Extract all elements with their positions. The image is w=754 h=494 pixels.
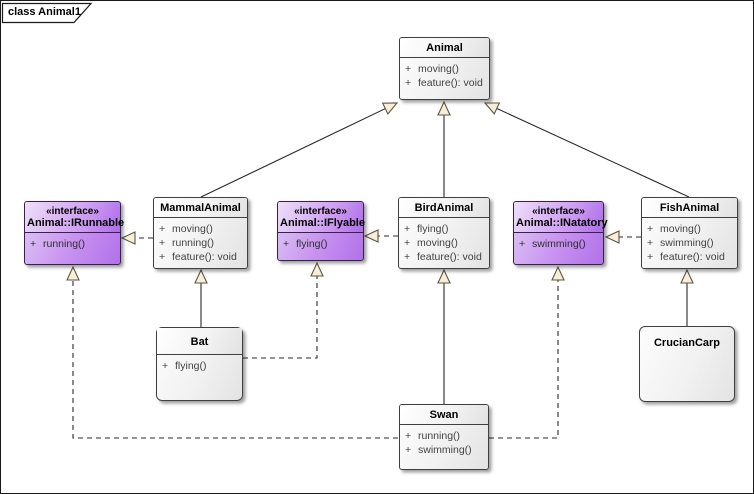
method-row: + moving() (405, 62, 485, 76)
method-row: + moving() (404, 236, 485, 250)
visibility: + (519, 238, 526, 250)
interface-name: Animal::IRunnable (27, 217, 125, 229)
visibility: + (647, 251, 654, 263)
class-fishanimal[interactable]: FishAnimal + moving() + swimming() + featur… (641, 197, 738, 269)
class-name: FishAnimal (642, 198, 737, 218)
method-compartment: + flying() (157, 355, 242, 375)
interface-irunnable[interactable]: «interface» Animal::IRunnable + running() (24, 201, 124, 265)
class-cruciancarp[interactable]: CrucianCarp (639, 326, 735, 402)
method-row: + feature(): void (159, 250, 243, 264)
class-swan[interactable]: Swan + running() + swimming() (399, 404, 489, 470)
visibility: + (404, 251, 411, 263)
visibility: + (162, 360, 169, 372)
method-signature: swimming() (418, 444, 472, 456)
realization-swan-inatatory[interactable] (489, 265, 565, 439)
method-signature: moving() (172, 223, 213, 235)
interface-header: «interface» Animal::IRunnable (25, 202, 124, 233)
class-name: Bat (157, 328, 242, 355)
method-signature: running() (172, 237, 215, 249)
class-animal[interactable]: Animal + moving() + feature(): void (399, 37, 490, 100)
interface-inatatory[interactable]: «interface» Animal::INatatory + swimming(… (513, 201, 608, 265)
method-row: + swimming() (519, 237, 599, 251)
class-name: Animal (400, 38, 489, 58)
method-row: + flying() (404, 222, 485, 236)
frame-title: class Animal1 (8, 6, 81, 18)
method-row: + moving() (159, 222, 243, 236)
method-compartment: + flying() (278, 233, 363, 253)
method-signature: running() (43, 238, 86, 250)
method-row: + flying() (162, 359, 238, 373)
visibility: + (404, 223, 411, 235)
method-row: + running() (30, 237, 116, 251)
interface-iflyable[interactable]: «interface» Animal::IFlyable + flying() (277, 201, 365, 261)
method-compartment: + moving() + swimming() + feature(): void (642, 218, 737, 266)
method-signature: feature(): void (417, 251, 482, 263)
method-compartment: + moving() + feature(): void (400, 58, 489, 92)
visibility: + (159, 251, 166, 263)
generalization-mammalanimal-animal[interactable] (200, 102, 399, 198)
method-compartment: + swimming() (514, 233, 603, 253)
method-signature: feature(): void (418, 77, 483, 89)
visibility: + (647, 223, 654, 235)
method-signature: flying() (175, 360, 207, 372)
visibility: + (404, 237, 411, 249)
method-signature: moving() (660, 223, 701, 235)
visibility: + (405, 444, 412, 456)
method-compartment: + flying() + moving() + feature(): void (399, 218, 489, 266)
method-signature: running() (418, 430, 461, 442)
class-mammalanimal[interactable]: MammalAnimal + moving() + running() + featu… (153, 197, 248, 269)
stereotype: «interface» (294, 206, 347, 217)
visibility: + (405, 430, 412, 442)
interface-header: «interface» Animal::INatatory (514, 202, 608, 233)
method-compartment: + running() (25, 233, 120, 253)
method-signature: moving() (418, 63, 459, 75)
generalization-fishanimal-animal[interactable] (483, 102, 690, 198)
visibility: + (647, 237, 654, 249)
method-row: + feature(): void (405, 76, 485, 90)
class-name: Swan (400, 405, 488, 425)
method-row: + running() (405, 429, 484, 443)
method-row: + running() (159, 236, 243, 250)
method-signature: moving() (417, 237, 458, 249)
method-compartment: + moving() + running() + feature(): void (154, 218, 247, 266)
method-signature: swimming() (660, 237, 714, 249)
realization-swan-irunnable[interactable] (66, 265, 398, 439)
method-row: + swimming() (647, 236, 733, 250)
class-name: CrucianCarp (653, 337, 721, 349)
method-signature: feature(): void (172, 251, 237, 263)
visibility: + (405, 63, 412, 75)
method-compartment: + running() + swimming() (400, 425, 488, 459)
interface-name: Animal::IFlyable (280, 217, 365, 229)
visibility: + (159, 237, 166, 249)
visibility: + (159, 223, 166, 235)
class-name: BirdAnimal (399, 198, 489, 218)
interface-name: Animal::INatatory (516, 217, 608, 229)
method-row: + feature(): void (404, 250, 485, 264)
method-signature: flying() (296, 238, 328, 250)
method-row: + moving() (647, 222, 733, 236)
stereotype: «interface» (46, 206, 99, 217)
method-row: + flying() (283, 237, 359, 251)
method-signature: feature(): void (660, 251, 725, 263)
visibility: + (405, 77, 412, 89)
class-bat[interactable]: Bat + flying() (156, 327, 243, 401)
frame-tab-outline (1, 2, 93, 24)
class-birdanimal[interactable]: BirdAnimal + flying() + moving() + feature(… (398, 197, 490, 269)
method-signature: flying() (417, 223, 449, 235)
interface-header: «interface» Animal::IFlyable (278, 202, 365, 233)
method-signature: swimming() (532, 238, 586, 250)
stereotype: «interface» (532, 206, 585, 217)
visibility: + (283, 238, 290, 250)
method-row: + swimming() (405, 443, 484, 457)
class-name: MammalAnimal (154, 198, 247, 218)
method-row: + feature(): void (647, 250, 733, 264)
realization-bat-iflyable[interactable] (243, 261, 324, 359)
visibility: + (30, 238, 37, 250)
